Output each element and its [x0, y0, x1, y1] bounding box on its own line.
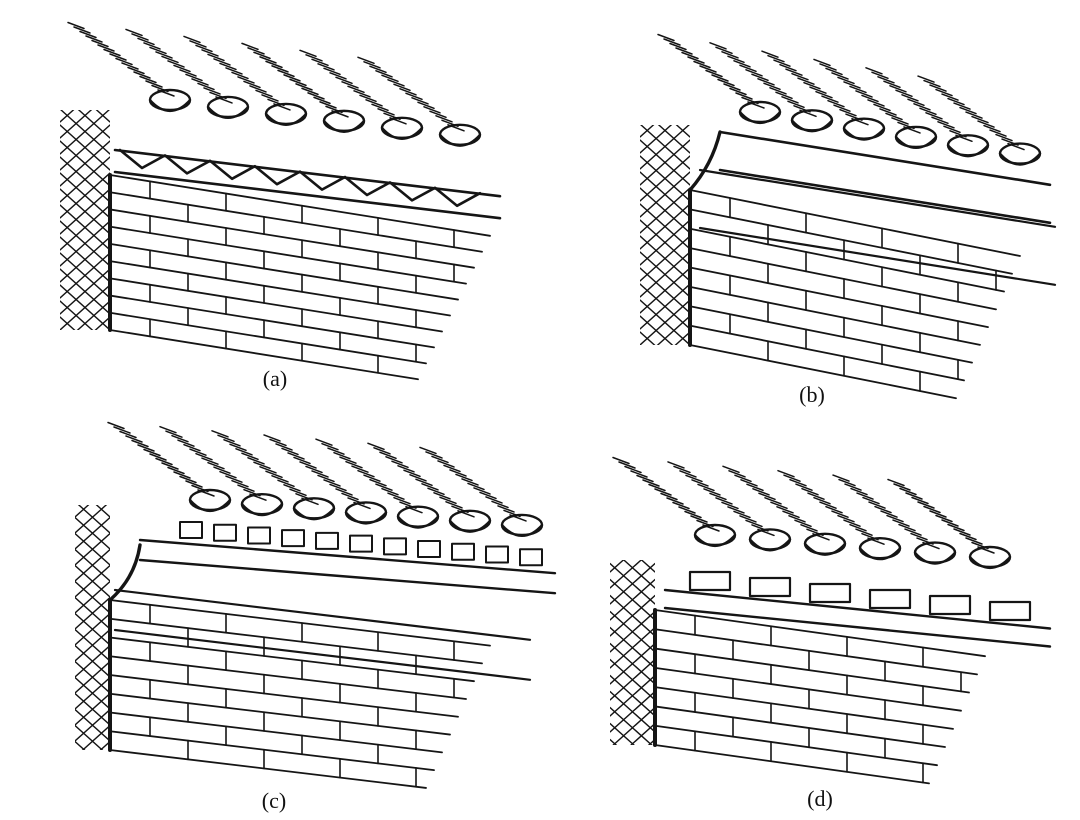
side-hatch-a: [60, 110, 110, 330]
zigzag-cornice-a: [113, 148, 502, 220]
roof-tiles-b: [657, 33, 1042, 166]
roof-tiles-c: [107, 421, 544, 538]
corbel-cornice-d: [663, 570, 1052, 648]
side-hatch-b: [640, 125, 690, 345]
roof-tiles-a: [67, 21, 482, 147]
caption-b: (b): [799, 382, 825, 407]
curved-cornice-b: [688, 130, 1057, 286]
side-hatch-c: [75, 505, 110, 750]
caption-d: (d): [807, 786, 833, 811]
caption-a: (a): [262, 366, 288, 391]
roof-tiles-d: [612, 456, 1012, 570]
caption-c: (c): [261, 788, 287, 813]
brick-wall-d: [653, 608, 986, 785]
brick-wall-a: [108, 173, 491, 381]
side-hatch-d: [610, 560, 655, 745]
brick-wall-c: [108, 598, 491, 789]
brick-wall-b: [688, 188, 1021, 400]
dentil-cornice-c: [108, 521, 557, 681]
